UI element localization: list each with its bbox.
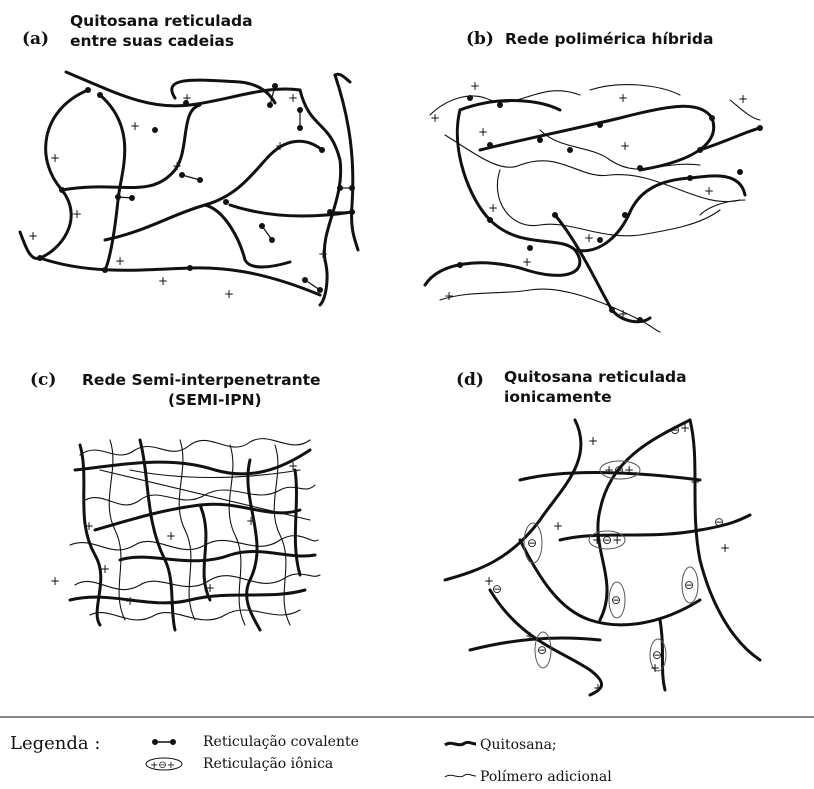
covalent-crosslink-symbol [152, 739, 176, 745]
plus-sign: + [100, 562, 110, 576]
panel-d-title-line1: Quitosana reticulada [504, 368, 687, 386]
plus-sign: + [205, 581, 215, 595]
plus-sign: + [275, 139, 285, 153]
plus-sign: + [593, 681, 603, 695]
legend-title: Legenda : [10, 733, 100, 754]
plus-sign: + [182, 91, 192, 105]
panel-c-letter: (c) [30, 370, 56, 390]
panel-b-charges: + + + + + + + + + + + + [430, 79, 748, 321]
plus-sign: + [158, 274, 168, 288]
plus-sign: + [525, 629, 535, 643]
plus-sign: + [288, 459, 298, 473]
plus-sign: + [588, 434, 598, 448]
minus-sign: ⊖ [714, 515, 724, 529]
legend-ionic-label: Reticulação iônica [203, 756, 333, 772]
minus-sign: ⊖ [670, 423, 680, 437]
plus-sign: + [720, 541, 730, 555]
panel-d-title-line2: ionicamente [504, 388, 612, 406]
plus-sign: + [430, 111, 440, 125]
plus-sign: + [522, 255, 532, 269]
plus-sign: + [72, 207, 82, 221]
plus-sign: + [125, 594, 135, 608]
minus-sign: ⊖ [537, 643, 547, 657]
ionic-pair: +⊖+ [604, 463, 634, 477]
ionic-pair: +⊖+ [150, 760, 175, 771]
plus-sign: + [584, 231, 594, 245]
plus-sign: + [470, 79, 480, 93]
panel-b-crosslink-dots [457, 95, 763, 323]
panel-b-chitosan-chains [425, 101, 760, 322]
panel-b-title: Rede polimérica híbrida [505, 30, 713, 48]
panel-d: (d) Quitosana reticulada ionicamente +⊖+… [445, 368, 760, 695]
legend: Legenda : Reticulação covalente +⊖+ Reti… [10, 733, 612, 785]
plus-sign: + [444, 289, 454, 303]
ionic-pair: +⊖+ [592, 533, 622, 547]
minus-sign: ⊖ [652, 648, 662, 662]
panel-c-title-line1: Rede Semi-interpenetrante [82, 371, 321, 389]
panel-b: (b) Rede polimérica híbrida [425, 29, 763, 332]
minus-sign: ⊖ [684, 578, 694, 592]
panel-d-letter: (d) [456, 370, 484, 390]
plus-sign: + [488, 201, 498, 215]
plus-sign: + [738, 92, 748, 106]
additional-polymer-symbol [445, 774, 476, 777]
chitosan-symbol [445, 742, 476, 745]
plus-sign: + [650, 661, 660, 675]
panel-c: (c) Rede Semi-interpenetrante (SEMI-IPN) [30, 370, 321, 630]
plus-sign: + [318, 247, 328, 261]
panel-a-letter: (a) [22, 29, 49, 49]
plus-sign: + [246, 514, 256, 528]
plus-sign: + [130, 119, 140, 133]
plus-sign: + [84, 519, 94, 533]
plus-sign: + [50, 151, 60, 165]
plus-sign: + [224, 287, 234, 301]
minus-sign: ⊖ [492, 582, 502, 596]
plus-sign: + [618, 91, 628, 105]
plus-sign: + [115, 254, 125, 268]
plus-sign: + [166, 529, 176, 543]
plus-sign: + [172, 159, 182, 173]
legend-additional-polymer-label: Polímero adicional [480, 769, 612, 785]
panel-c-title-line2: (SEMI-IPN) [168, 391, 262, 409]
panel-a-covalent-crosslinks [118, 86, 352, 290]
plus-sign: + [288, 91, 298, 105]
legend-covalent-label: Reticulação covalente [203, 734, 359, 750]
panel-d-chitosan-chains [445, 420, 760, 695]
legend-chitosan-label: Quitosana; [480, 737, 557, 753]
plus-sign: + [690, 475, 700, 489]
panel-a-title-line2: entre suas cadeias [70, 32, 234, 50]
panel-a-title-line1: Quitosana reticulada [70, 12, 253, 30]
plus-sign: + [704, 184, 714, 198]
plus-sign: + [28, 229, 38, 243]
minus-sign: ⊖ [527, 536, 537, 550]
plus-sign: + [478, 125, 488, 139]
plus-sign: + [680, 421, 690, 435]
plus-sign: + [618, 307, 628, 321]
panel-a: (a) Quitosana reticulada entre suas cade… [20, 12, 358, 305]
ionic-crosslink-symbol: +⊖+ [146, 758, 182, 771]
plus-sign: + [50, 574, 60, 588]
minus-sign: ⊖ [611, 593, 621, 607]
panel-b-letter: (b) [466, 29, 494, 49]
plus-sign: + [553, 519, 563, 533]
plus-sign: + [620, 139, 630, 153]
